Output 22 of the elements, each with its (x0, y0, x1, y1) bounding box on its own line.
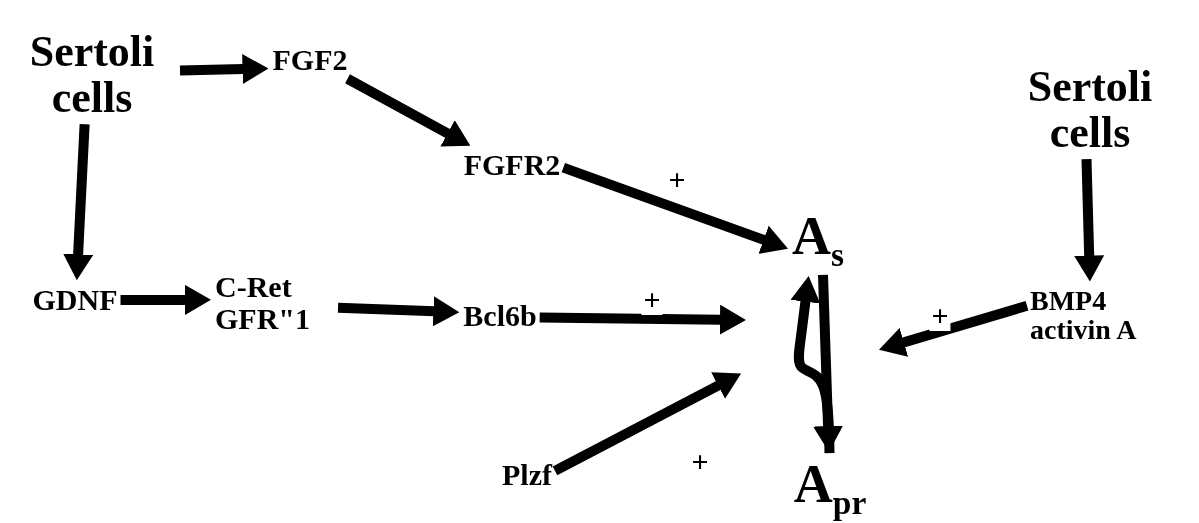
node-label: C-Ret GFR"1 (215, 270, 335, 334)
arrow (120, 284, 211, 315)
arrow (337, 296, 460, 327)
arrow (561, 162, 789, 254)
node-label: A$_{s}$ (792, 208, 844, 272)
node-label: Bcl6b (463, 300, 537, 332)
arrow (345, 74, 471, 147)
arrow (552, 372, 742, 476)
arrow (179, 54, 269, 85)
arrow (539, 304, 746, 335)
arrow (1074, 159, 1105, 282)
node-label: BMP4 activin A (1030, 285, 1180, 345)
node-label: GDNF (32, 284, 118, 316)
node-label: Sertoli cells (7, 28, 177, 122)
arrow (790, 275, 835, 454)
node-label: FGF2 (272, 44, 348, 76)
node-label: Sertoli cells (1005, 63, 1175, 157)
node-label: Plzf (502, 459, 552, 491)
arrow (878, 301, 1029, 357)
arrow (63, 123, 94, 281)
node-label: FGFR2 (463, 149, 561, 181)
node-label: A$_{pr}$ (793, 456, 867, 520)
